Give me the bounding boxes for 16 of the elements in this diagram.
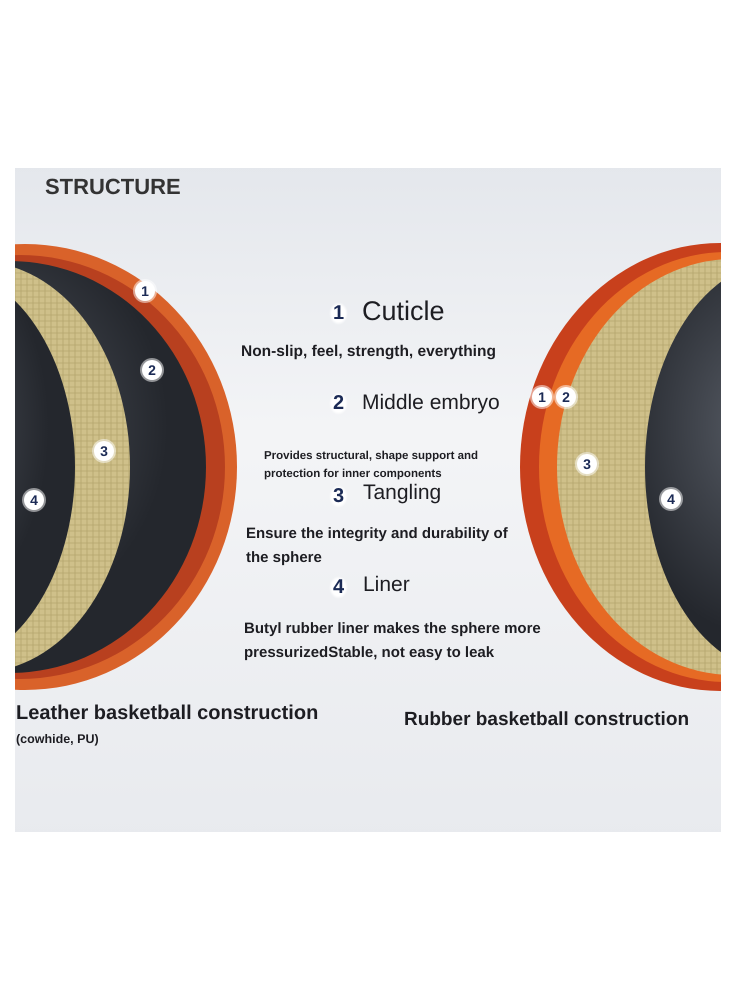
material-note: (cowhide, PU) — [16, 732, 99, 746]
layer-number: 3 — [329, 485, 348, 508]
construction-caption: Leather basketball construction — [16, 702, 318, 725]
layer-description: Non-slip, feel, strength, everything — [241, 343, 496, 361]
layer-description: Provides structural, shape support and protection for inner components — [264, 449, 480, 482]
layer-number: 4 — [329, 576, 348, 599]
layer-heading: Liner — [363, 573, 410, 598]
construction-caption: Rubber basketball construction — [404, 709, 690, 731]
layer-description: Ensure the integrity and durability of the sphere — [246, 524, 509, 568]
layer-number: 1 — [329, 302, 348, 325]
diagram-title: STRUCTURE — [45, 174, 181, 200]
layer-description: Butyl rubber liner makes the sphere more pressurizedStable, not easy to leak — [244, 619, 542, 663]
layer-number: 2 — [329, 392, 348, 415]
layer-heading: Cuticle — [362, 296, 445, 328]
layer-heading: Middle embryo — [362, 391, 500, 416]
layer-heading: Tangling — [363, 481, 442, 506]
